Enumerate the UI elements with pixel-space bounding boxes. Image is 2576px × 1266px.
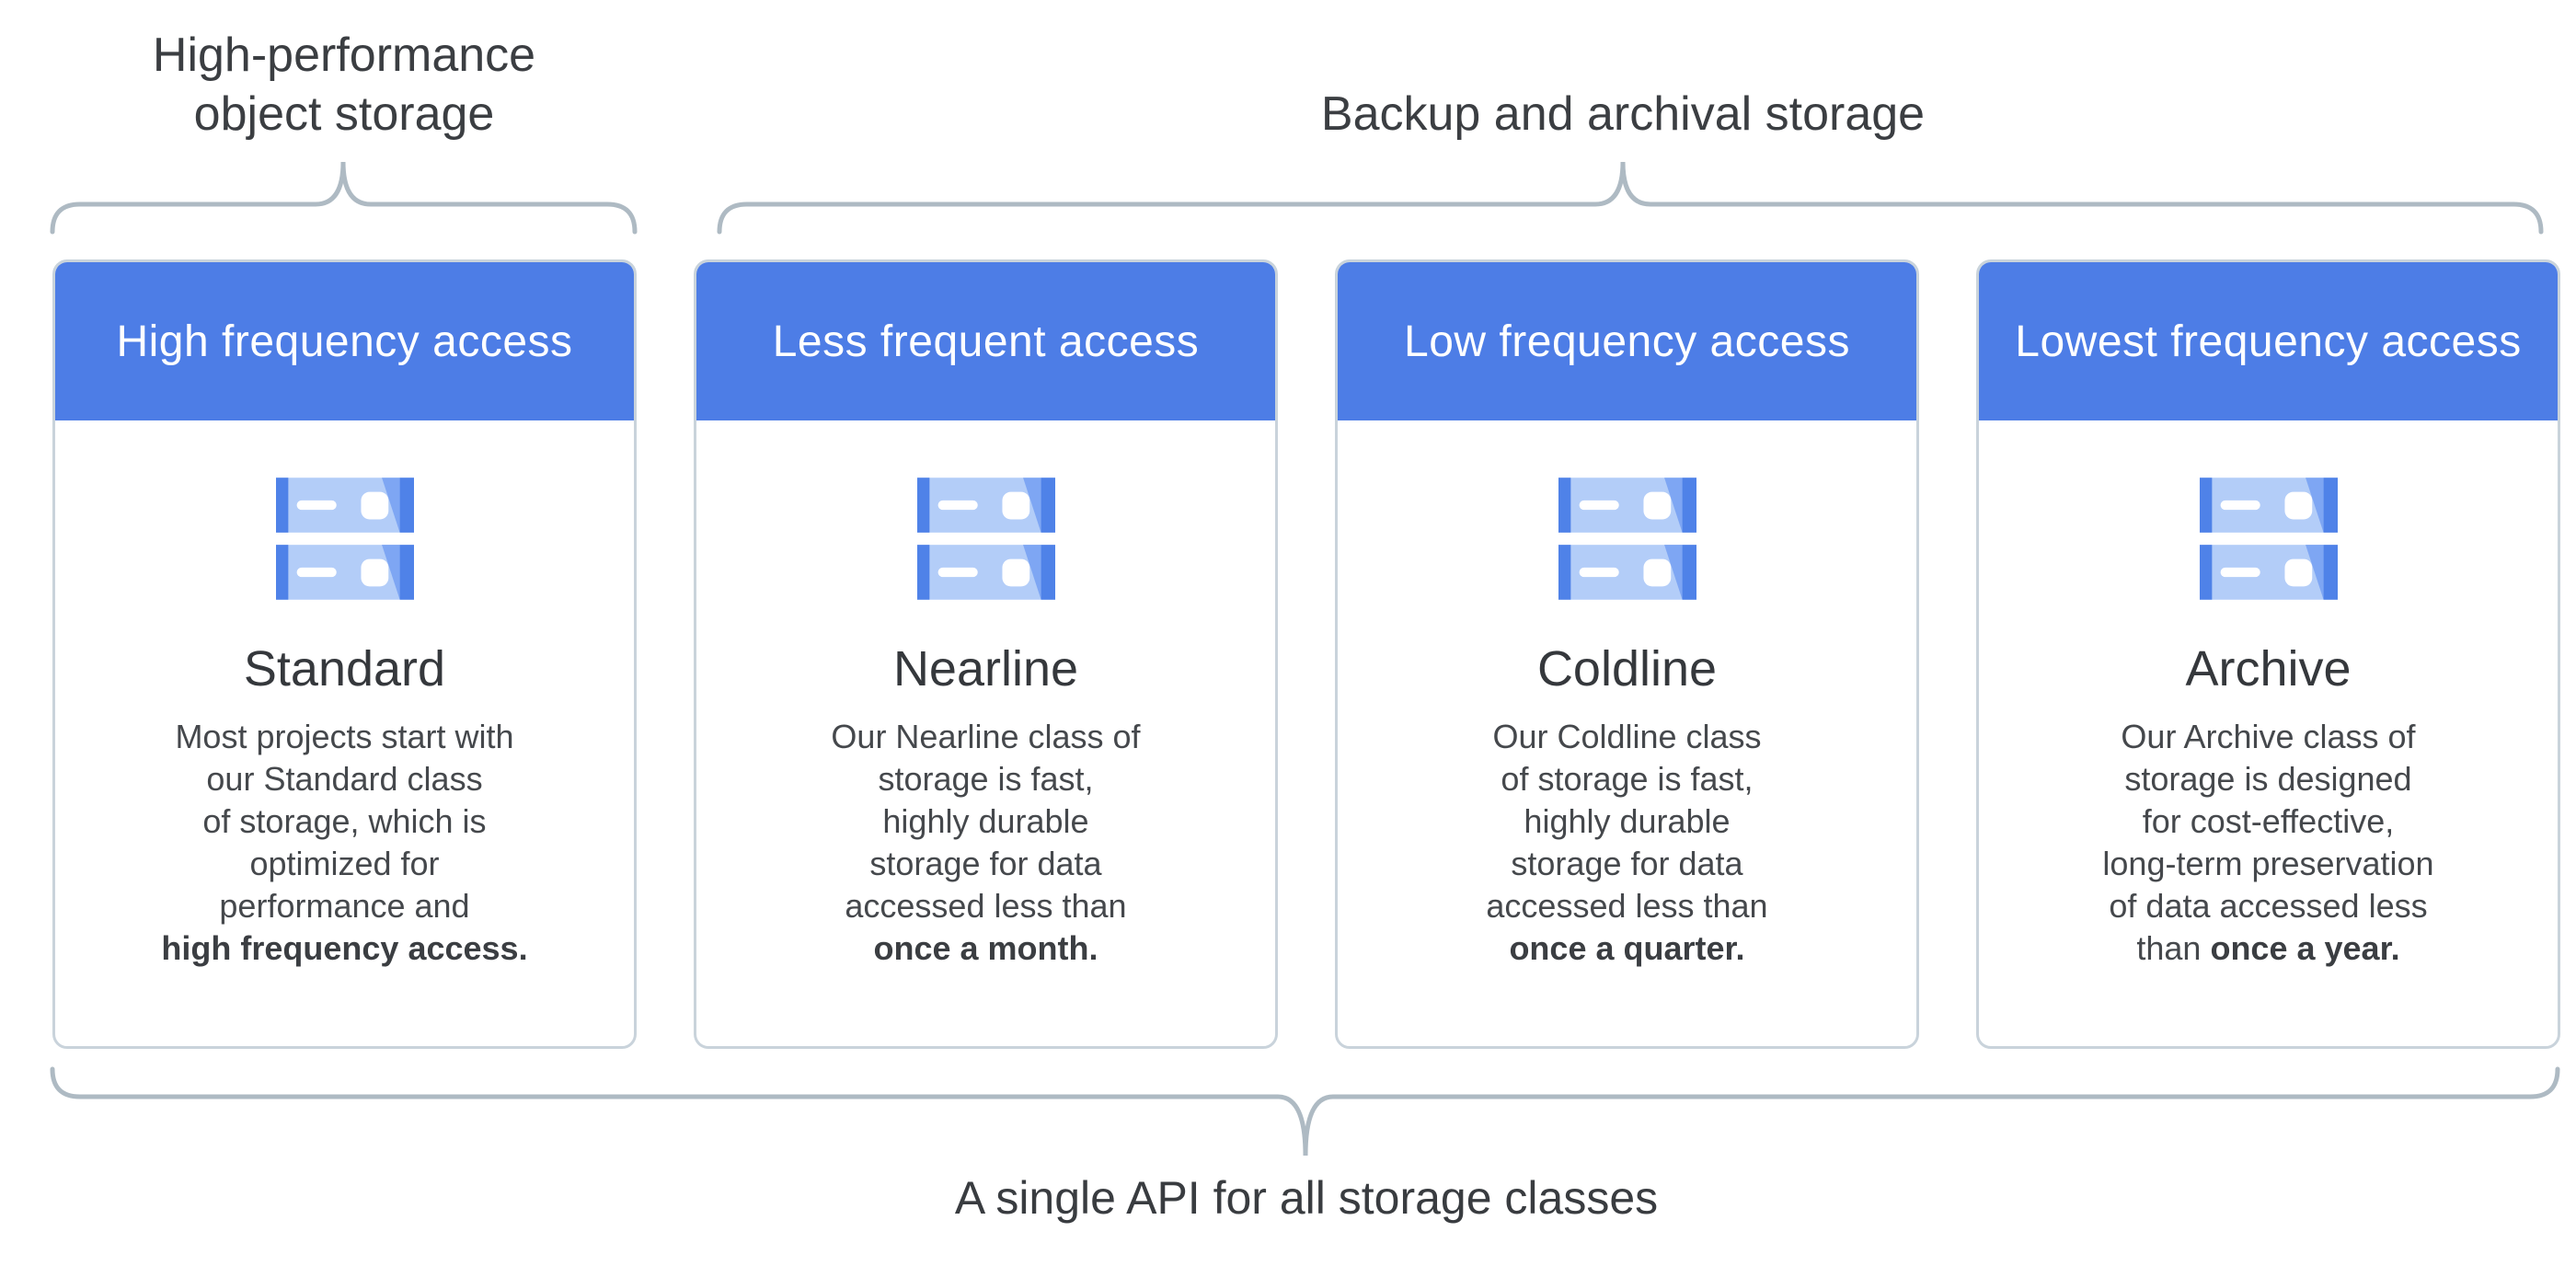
card-body: Coldline Our Coldline class of storage i… (1338, 420, 1916, 970)
card-title: Coldline (1536, 641, 1718, 696)
card-coldline: Low frequency access Coldline Our Coldli (1335, 259, 1919, 1049)
card-description: Our Archive class of storage is designed… (2102, 716, 2433, 970)
card-description: Our Nearline class of storage is fast, h… (831, 716, 1140, 970)
card-title: Standard (243, 641, 446, 696)
brace-single-api-icon (50, 1066, 2560, 1157)
card-title: Nearline (892, 641, 1079, 696)
card-body: Nearline Our Nearline class of storage i… (696, 420, 1275, 970)
card-header-label: High frequency access (116, 316, 573, 366)
brace-backup-archival-icon (717, 161, 2544, 235)
card-description: Most projects start with our Standard cl… (161, 716, 527, 970)
section-label-high-performance: High-performance object storage (152, 29, 536, 141)
card-header-label: Lowest frequency access (2015, 316, 2522, 366)
card-header-label: Low frequency access (1404, 316, 1850, 366)
server-stack-icon (275, 478, 414, 600)
card-header-label: Less frequent access (772, 316, 1200, 366)
card-nearline: Less frequent access Nearline Our Nearli (694, 259, 1278, 1049)
brace-high-performance-icon (50, 161, 638, 235)
server-stack-icon (916, 478, 1055, 600)
card-header: High frequency access (55, 262, 634, 420)
section-label-backup-archival: Backup and archival storage (1320, 87, 1926, 141)
card-header: Low frequency access (1338, 262, 1916, 420)
card-description-bold: once a year. (2210, 929, 2400, 967)
server-stack-icon (1558, 478, 1696, 600)
card-description-regular: Our Archive class of storage is designed… (2102, 718, 2434, 967)
card-description-bold: high frequency access. (161, 929, 528, 967)
card-title: Archive (2185, 641, 2352, 696)
card-description-regular: Our Nearline class of storage is fast, h… (831, 718, 1141, 925)
card-description-regular: Most projects start with our Standard cl… (175, 718, 514, 925)
card-description-regular: Our Coldline class of storage is fast, h… (1486, 718, 1768, 925)
card-description-bold: once a month. (873, 929, 1098, 967)
card-header: Lowest frequency access (1979, 262, 2558, 420)
server-stack-icon (2199, 478, 2338, 600)
card-description-bold: once a quarter. (1509, 929, 1745, 967)
card-description: Our Coldline class of storage is fast, h… (1486, 716, 1767, 970)
card-standard: High frequency access Standard Most proj (52, 259, 637, 1049)
card-archive: Lowest frequency access Archive Our Arch (1976, 259, 2560, 1049)
card-header: Less frequent access (696, 262, 1275, 420)
card-body: Standard Most projects start with our St… (55, 420, 634, 970)
card-body: Archive Our Archive class of storage is … (1979, 420, 2558, 970)
single-api-caption: A single API for all storage classes (954, 1172, 1659, 1224)
